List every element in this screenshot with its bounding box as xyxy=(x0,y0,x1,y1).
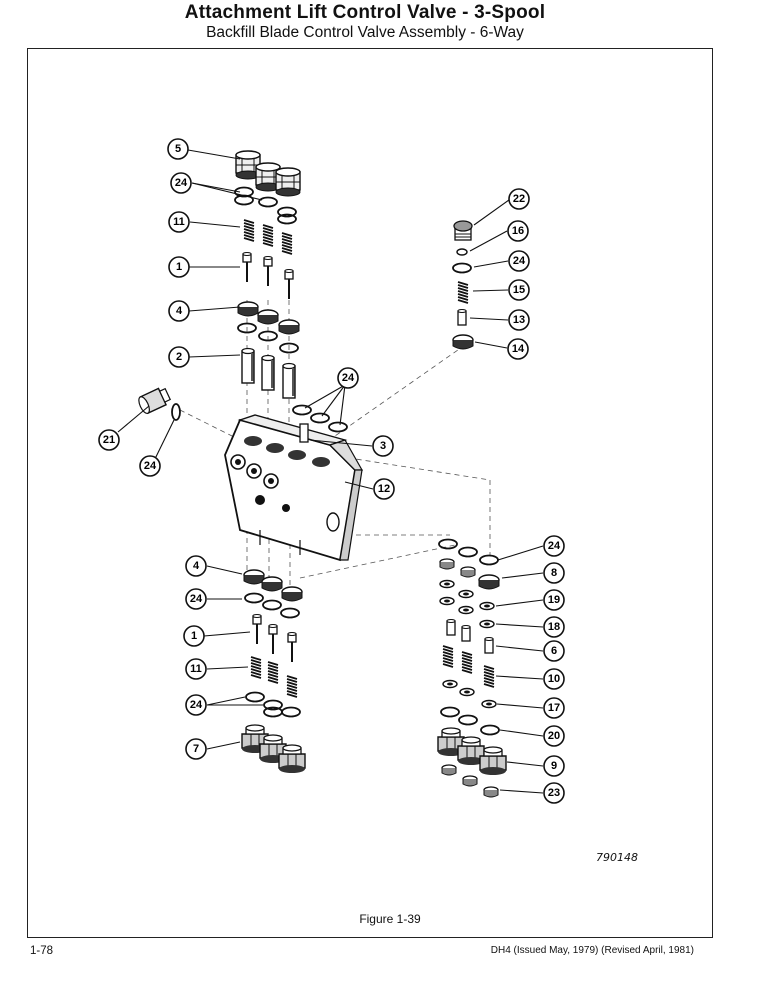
callout-15: 15 xyxy=(513,284,525,296)
callout-24: 24 xyxy=(190,699,203,711)
page-subtitle: Backfill Blade Control Valve Assembly - … xyxy=(206,24,524,41)
callout-22: 22 xyxy=(513,193,525,205)
callout-17: 17 xyxy=(548,702,560,714)
callout-24: 24 xyxy=(144,460,157,472)
callout-4: 4 xyxy=(193,560,200,572)
callout-20: 20 xyxy=(548,730,560,742)
valve-body-12 xyxy=(224,414,364,562)
callout-21: 21 xyxy=(103,434,115,446)
drawing-number: 790148 xyxy=(596,851,638,864)
callout-13: 13 xyxy=(513,314,525,326)
callout-circles xyxy=(98,138,565,804)
figure-caption: Figure 1-39 xyxy=(359,912,421,926)
lower-springs xyxy=(250,656,298,698)
callout-14: 14 xyxy=(512,343,525,355)
revision-note: DH4 (Issued May, 1979) (Revised April, 1… xyxy=(490,945,694,956)
callout-2: 2 xyxy=(176,351,182,363)
leader-lines xyxy=(117,149,544,794)
callout-6: 6 xyxy=(551,645,557,657)
upper-sleeves xyxy=(241,347,296,399)
lower-caps xyxy=(241,724,306,774)
lower-stems xyxy=(252,613,297,663)
side-plug-21 xyxy=(138,387,172,415)
callout-11: 11 xyxy=(173,216,185,228)
callout-18: 18 xyxy=(548,621,560,633)
callout-24: 24 xyxy=(190,593,203,605)
callout-12: 12 xyxy=(378,483,390,495)
callout-24: 24 xyxy=(342,372,355,384)
upper-caps xyxy=(235,150,301,197)
figure-frame xyxy=(27,48,713,938)
right-upper-stack xyxy=(452,220,474,350)
callout-24: 24 xyxy=(548,540,561,552)
side-oring-24 xyxy=(171,403,181,421)
callout-5: 5 xyxy=(175,143,181,155)
page-title: Attachment Lift Control Valve - 3-Spool xyxy=(184,2,546,23)
page-number: 1-78 xyxy=(30,945,54,957)
upper-stems xyxy=(242,251,294,300)
callout-11: 11 xyxy=(190,663,202,675)
callout-24: 24 xyxy=(175,177,188,189)
callout-10: 10 xyxy=(548,673,560,685)
callout-24: 24 xyxy=(513,255,526,267)
callout-16: 16 xyxy=(512,225,524,237)
callout-23: 23 xyxy=(548,787,560,799)
callout-8: 8 xyxy=(551,567,557,579)
lower-poppets xyxy=(243,569,303,602)
right-lower-cluster xyxy=(437,538,507,798)
callout-9: 9 xyxy=(551,760,557,772)
callout-3: 3 xyxy=(380,440,386,452)
callout-1: 1 xyxy=(191,630,197,642)
callout-1: 1 xyxy=(176,261,182,273)
callout-19: 19 xyxy=(548,594,560,606)
upper-springs xyxy=(243,219,293,255)
callout-4: 4 xyxy=(176,305,183,317)
callout-7: 7 xyxy=(193,743,199,755)
